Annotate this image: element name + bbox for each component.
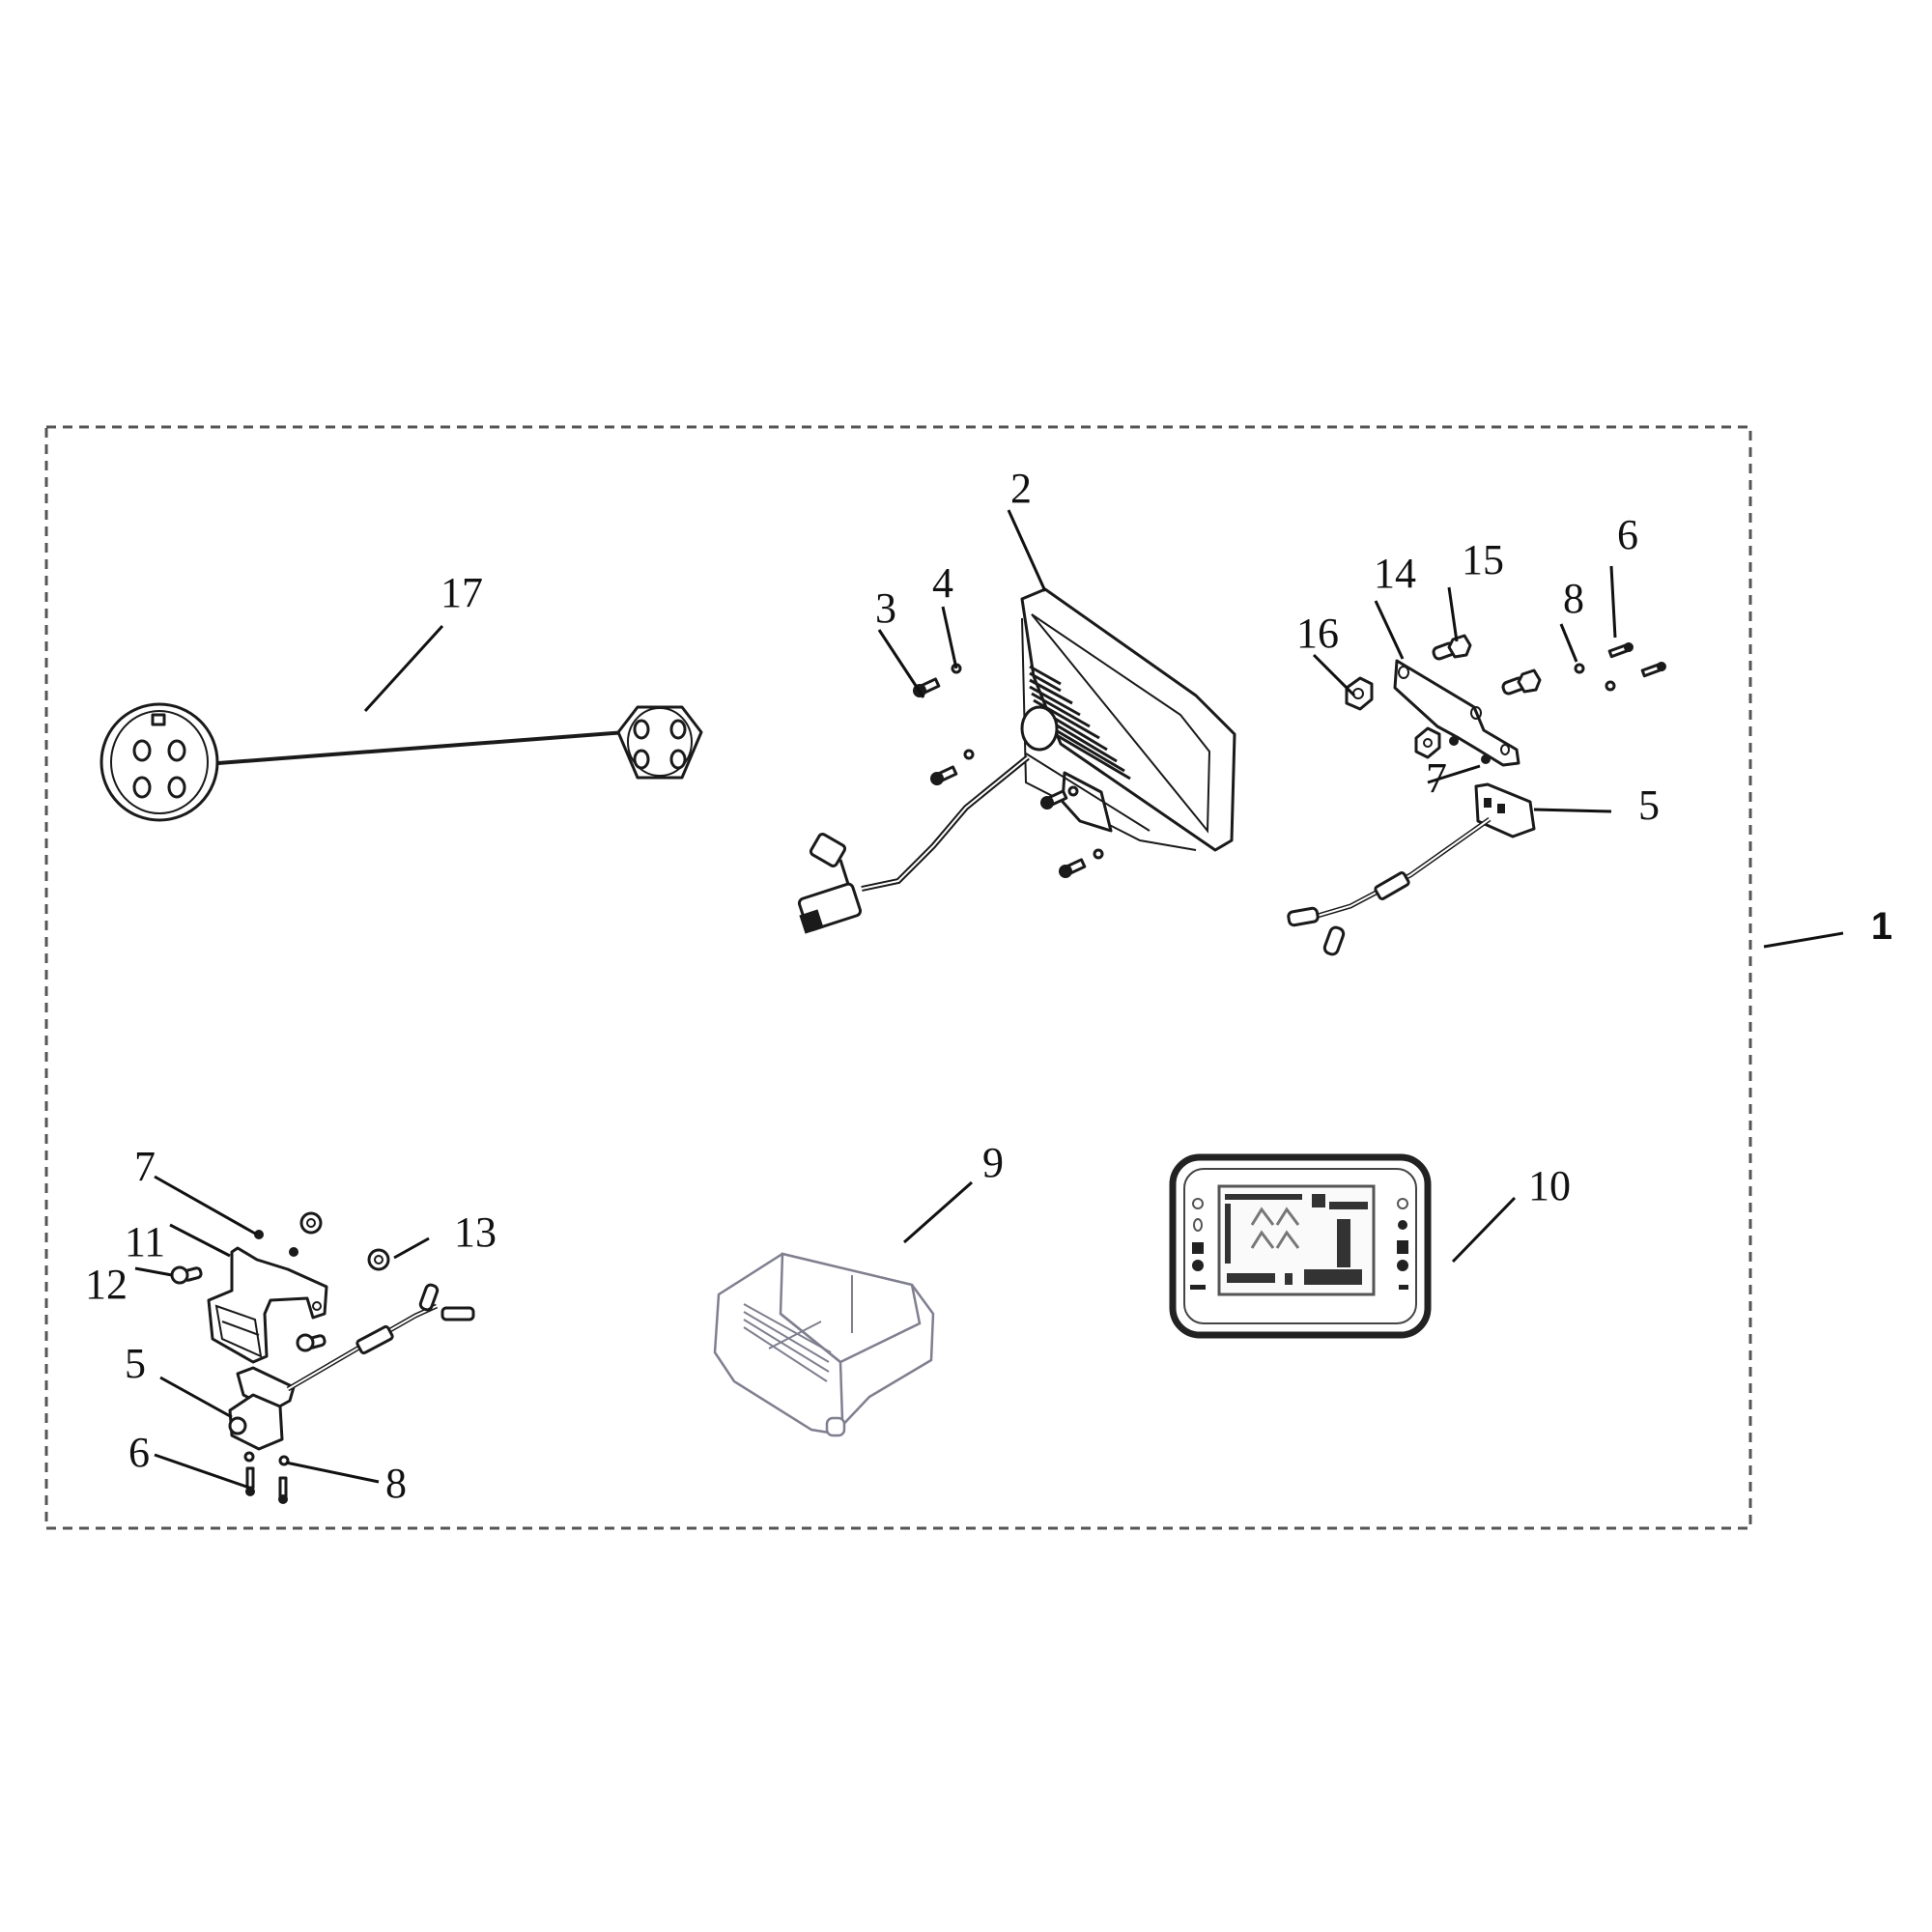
part-number-label: 7 (1426, 754, 1447, 802)
part-number-label: 16 (1296, 610, 1339, 657)
leader-line-c6a (1609, 565, 1617, 639)
part-number-label: 17 (440, 569, 483, 616)
washer-7b (1481, 754, 1491, 764)
part-5-camera-lower (228, 1283, 475, 1451)
leader-line-c3 (877, 629, 925, 698)
part-number-label: 2 (1010, 465, 1032, 512)
leader-line-c11 (169, 1223, 231, 1258)
leader-line-c8a (1559, 623, 1578, 663)
leader-line-c4 (941, 606, 958, 669)
assembly-callout: 1 (1763, 905, 1892, 949)
part-14-bracket (1393, 659, 1520, 767)
part-number-label: 3 (875, 584, 896, 632)
screw-6 (1607, 642, 1666, 678)
part-10-display-front (1169, 1153, 1432, 1339)
part-number-label: 8 (1563, 575, 1584, 622)
display-harness (797, 754, 1030, 934)
part-number-label: 12 (85, 1261, 128, 1308)
part-number-label: 9 (982, 1139, 1004, 1186)
leader-line-c5b (159, 1376, 233, 1419)
leader-line-c15 (1447, 586, 1459, 642)
part-number-label: 5 (125, 1340, 146, 1387)
leader-line-c10 (1451, 1196, 1517, 1264)
part-number-label: 11 (125, 1218, 165, 1265)
leader-line-c13 (393, 1236, 430, 1260)
washer-8 (1574, 663, 1585, 674)
screw-6-lower (245, 1466, 288, 1504)
part-number-label: 15 (1462, 536, 1504, 583)
leader-line-c17 (363, 624, 444, 713)
screw-3 (913, 677, 941, 697)
part-2-instrument-display (1020, 587, 1236, 852)
leader-line-c8b (285, 1461, 380, 1484)
part-15-bolt (1432, 634, 1542, 696)
leader-line-c14 (1374, 600, 1405, 660)
part-number-label: 10 (1528, 1162, 1571, 1209)
part-number-label: 5 (1638, 781, 1660, 829)
callout-leaders (134, 509, 1617, 1490)
part-17-connector-cable (99, 702, 703, 822)
leader-line-c9 (903, 1180, 973, 1244)
part-9-control-module (713, 1252, 935, 1437)
leader-line-c16 (1312, 653, 1356, 697)
leader-line-c7a (1427, 764, 1481, 784)
part-number-label: 14 (1374, 550, 1416, 597)
washer-7-lower-b (289, 1247, 298, 1257)
washer-7-lower (254, 1230, 264, 1239)
part-number-label: 13 (454, 1208, 497, 1256)
assembly-number-label: 1 (1871, 905, 1892, 948)
part-16-nut-lower (1414, 726, 1441, 759)
assembly-leader (1763, 931, 1844, 949)
leader-line-c5a (1533, 808, 1612, 813)
washer-8b (1605, 680, 1616, 692)
washer-8-lower (243, 1451, 255, 1463)
assembly-boundary (44, 425, 1752, 1530)
part-number-label: 6 (1617, 511, 1638, 558)
leader-line-c2 (1007, 509, 1047, 592)
leader-line-c7b (154, 1175, 258, 1236)
part-13-nut (299, 1211, 390, 1271)
part-5-camera-upper (1287, 782, 1536, 956)
part-number-label: 6 (128, 1429, 150, 1476)
washer-7 (1449, 736, 1459, 746)
part-number-label: 4 (932, 559, 953, 607)
leader-line-c12 (134, 1266, 173, 1277)
part-number-label: 7 (134, 1143, 156, 1190)
part-11-camera-bracket (207, 1246, 328, 1364)
part-number-label: 8 (385, 1460, 407, 1507)
leader-line-c6b (154, 1453, 250, 1490)
